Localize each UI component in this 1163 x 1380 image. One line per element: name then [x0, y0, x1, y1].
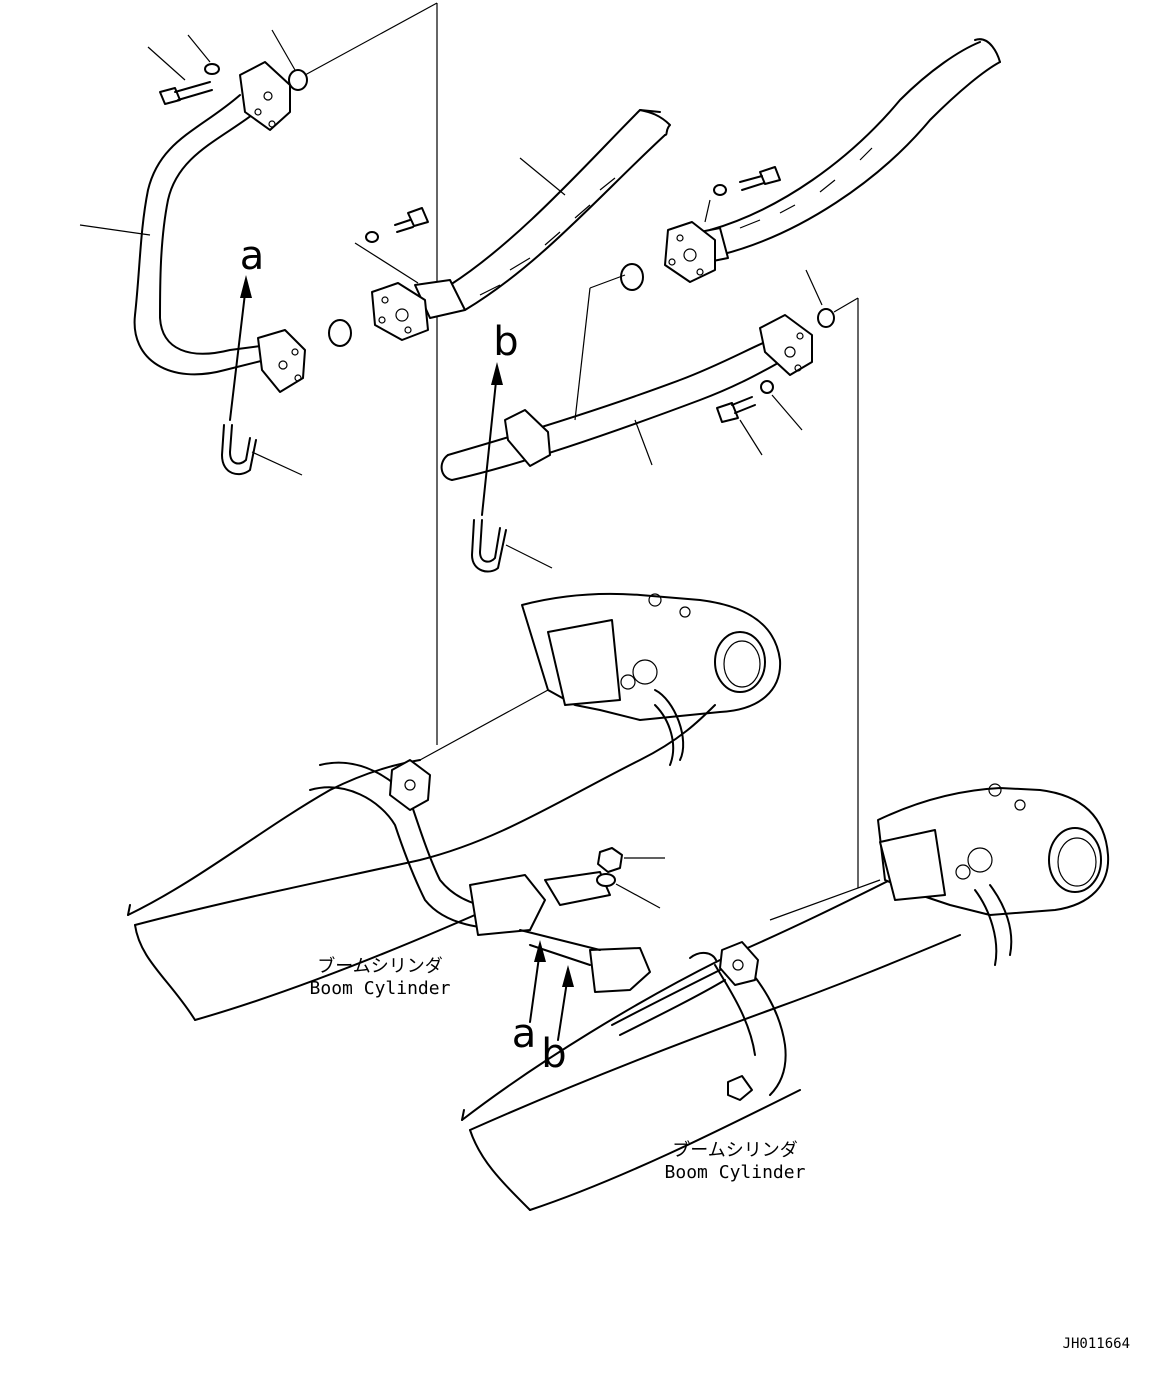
- clamp-right: [719, 941, 759, 986]
- boom-cylinder-label-right-jp: ブームシリンダ: [672, 1140, 798, 1161]
- arrow-a-lower: [529, 940, 546, 1023]
- boom-cylinder-label-right-en: Boom Cylinder: [664, 1161, 806, 1183]
- mount-block-right: [589, 947, 651, 993]
- boom-cylinder-label-left-en: Boom Cylinder: [309, 977, 451, 999]
- guide-line-lower: [769, 879, 881, 921]
- o-ring-right-mid: [620, 263, 644, 291]
- arrow-a-upper: [229, 275, 252, 421]
- bracket-tube-middle: [504, 409, 551, 467]
- tube-middle: [440, 274, 813, 481]
- detail-label-a-upper: a: [239, 233, 265, 279]
- detail-label-b-upper: b: [493, 319, 519, 365]
- bolt-top-left: [147, 46, 213, 105]
- boom-cylinder-label-right: ブームシリンダ Boom Cylinder: [635, 1140, 835, 1183]
- hose-middle: [354, 109, 671, 341]
- boom-cylinder-left-body: [127, 704, 716, 1021]
- mount-block-left: [469, 874, 546, 936]
- o-ring-far-right: [805, 269, 859, 328]
- flange-tube-middle: [759, 314, 813, 376]
- arrow-b-lower: [557, 965, 574, 1041]
- tube-left-bent: [79, 61, 306, 393]
- u-bolt-left: [221, 424, 303, 476]
- washer-center: [596, 873, 661, 909]
- clamp-left: [389, 759, 431, 811]
- boom-cylinder-label-left: ブームシリンダ Boom Cylinder: [280, 956, 480, 999]
- boom-cylinder-label-left-jp: ブームシリンダ: [317, 956, 443, 977]
- o-ring-top-left: [271, 2, 438, 91]
- drawing-id: JH011664: [1062, 1336, 1130, 1352]
- flange-upper: [239, 61, 291, 131]
- arrow-b-upper: [481, 362, 503, 516]
- washer-top-left: [187, 34, 220, 75]
- detail-label-b-lower: b: [541, 1031, 567, 1077]
- boom-cylinder-right: [461, 783, 1110, 1211]
- detail-label-a-lower: a: [511, 1011, 537, 1057]
- hose-upper-right: [664, 38, 1001, 283]
- o-ring-mid: [328, 319, 352, 347]
- u-bolt-middle: [471, 519, 553, 573]
- nut-center: [597, 847, 665, 873]
- cylinder-upper: [521, 592, 782, 766]
- guide-line-upper: [419, 689, 549, 761]
